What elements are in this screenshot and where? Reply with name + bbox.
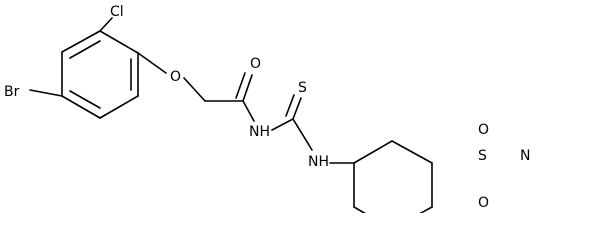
atom-br: Br — [4, 84, 20, 100]
atom-o-sulfonyl-top: O — [478, 122, 489, 138]
atom-s-sulfonyl: S — [478, 148, 487, 164]
atom-cl: Cl — [110, 4, 124, 20]
atom-o-carbonyl: O — [250, 56, 261, 72]
phenylene-ring — [353, 140, 433, 213]
atom-n-pyrrolidine: N — [520, 148, 530, 164]
atom-o-sulfonyl-bottom: O — [478, 195, 489, 211]
molecule-diagram: Br Cl O O NH S NH S O O N — [4, 4, 530, 213]
substituent-bonds — [29, 17, 355, 164]
atom-s-thio: S — [298, 80, 307, 96]
atom-o-ether: O — [170, 69, 181, 85]
atom-nh-amide: NH — [249, 124, 270, 140]
atom-nh-aniline: NH — [308, 154, 329, 170]
structure-svg: Br Cl O O NH S NH S O O N — [4, 4, 530, 213]
bromochlorophenyl-ring — [61, 30, 139, 119]
